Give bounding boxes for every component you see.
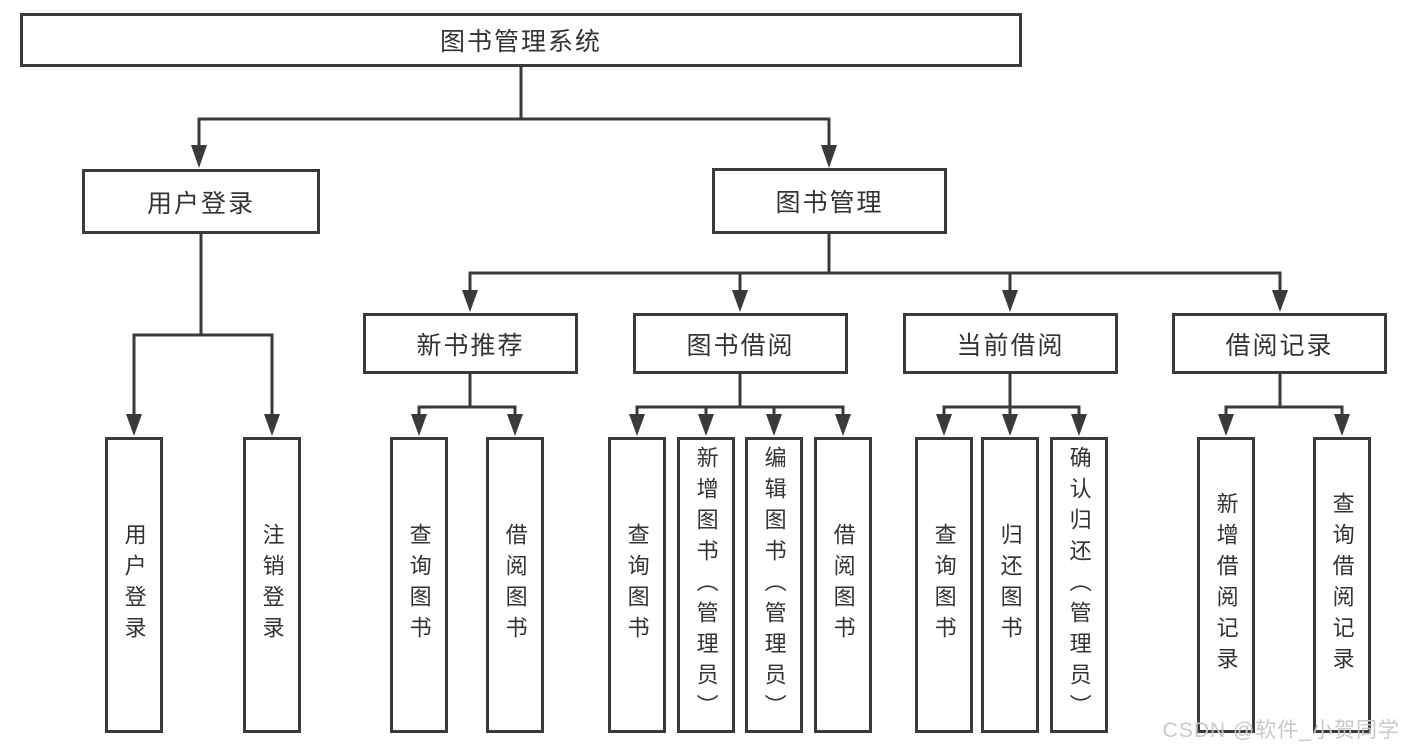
leaf-label: 借阅图书 xyxy=(830,523,856,647)
leaf-label: 新增借阅记录 xyxy=(1213,492,1239,678)
leaf-query-books-current: 查询图书 xyxy=(915,437,973,733)
leaf-logout: 注销登录 xyxy=(243,437,301,733)
node-book-borrow: 图书借阅 xyxy=(633,313,848,374)
node-user-login: 用户登录 xyxy=(82,169,320,234)
leaf-label: 确认归还（管理员） xyxy=(1066,445,1092,725)
leaf-label: 查询图书 xyxy=(624,523,650,647)
leaf-query-books-borrow: 查询图书 xyxy=(608,437,666,733)
leaf-borrow-books: 借阅图书 xyxy=(814,437,872,733)
leaf-confirm-return-admin: 确认归还（管理员） xyxy=(1050,437,1108,733)
csdn-watermark: CSDN @软件_小贺同学 xyxy=(1162,719,1400,742)
leaf-label: 编辑图书（管理员） xyxy=(761,445,787,725)
leaf-user-login: 用户登录 xyxy=(105,437,163,733)
node-book-management: 图书管理 xyxy=(712,168,947,234)
leaf-label: 注销登录 xyxy=(259,523,285,647)
leaf-add-books-admin: 新增图书（管理员） xyxy=(677,437,735,733)
leaf-label: 查询图书 xyxy=(406,523,432,647)
leaf-query-books-recommend: 查询图书 xyxy=(390,437,448,733)
node-current-borrow: 当前借阅 xyxy=(903,313,1118,374)
leaf-label: 查询借阅记录 xyxy=(1329,492,1355,678)
node-borrow-records: 借阅记录 xyxy=(1172,313,1387,374)
leaf-label: 归还图书 xyxy=(997,523,1023,647)
node-new-book-recommend: 新书推荐 xyxy=(363,313,578,374)
leaf-return-books: 归还图书 xyxy=(981,437,1039,733)
leaf-label: 借阅图书 xyxy=(502,523,528,647)
leaf-borrow-books-recommend: 借阅图书 xyxy=(486,437,544,733)
node-library-management-system: 图书管理系统 xyxy=(20,13,1022,67)
leaf-label: 新增图书（管理员） xyxy=(693,445,719,725)
leaf-label: 查询图书 xyxy=(931,523,957,647)
leaf-label: 用户登录 xyxy=(121,523,147,647)
leaf-query-borrow-record: 查询借阅记录 xyxy=(1313,437,1371,733)
leaf-add-borrow-record: 新增借阅记录 xyxy=(1197,437,1255,733)
leaf-edit-books-admin: 编辑图书（管理员） xyxy=(745,437,803,733)
